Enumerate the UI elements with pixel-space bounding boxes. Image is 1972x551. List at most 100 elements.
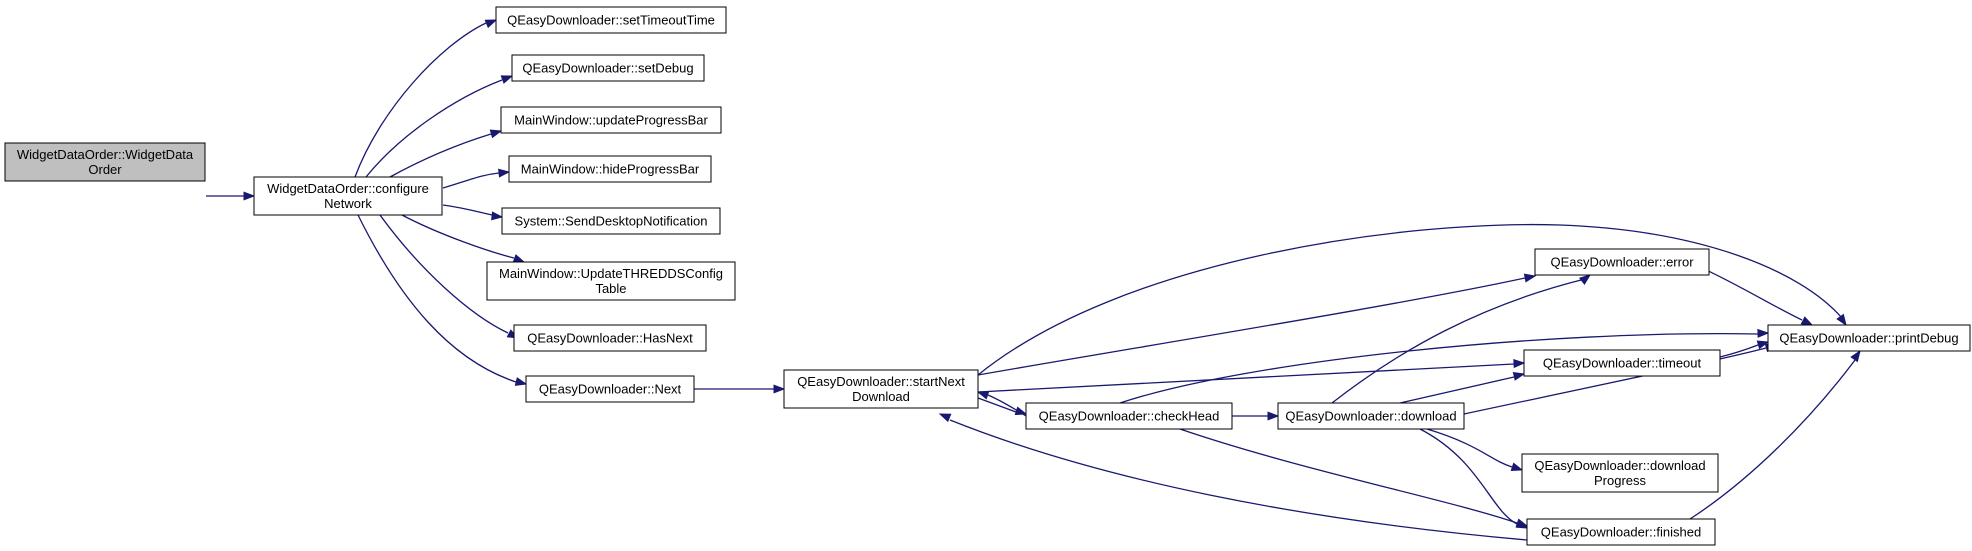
node-box — [508, 155, 712, 183]
node-label: System::SendDesktopNotification — [515, 214, 708, 229]
edge-line — [1419, 428, 1518, 525]
call-edge — [389, 129, 503, 178]
call-edge — [1689, 349, 1861, 520]
node-update-progress-bar[interactable]: MainWindow::updateProgressBar — [500, 106, 722, 134]
edge-line — [401, 214, 515, 259]
arrowhead — [1513, 359, 1526, 369]
node-box — [525, 375, 695, 403]
node-box — [1277, 402, 1465, 430]
edge-line — [977, 363, 1515, 393]
node-error[interactable]: QEasyDownloader::error — [1534, 248, 1710, 276]
arrowhead — [1523, 273, 1537, 283]
arrowhead — [1267, 411, 1280, 421]
node-finished[interactable]: QEasyDownloader::finished — [1526, 518, 1716, 546]
node-box — [486, 261, 736, 301]
node-label: QEasyDownloader::download — [1285, 409, 1456, 424]
arrowhead — [1757, 328, 1770, 338]
node-label: QEasyDownloader::Next — [539, 382, 682, 397]
call-edge — [401, 214, 526, 263]
edge-line — [1179, 428, 1518, 524]
call-edge — [1331, 274, 1592, 404]
call-edge — [694, 384, 786, 394]
node-label: Download — [852, 389, 910, 404]
node-label: QEasyDownloader::download — [1534, 458, 1705, 473]
edge-line — [442, 204, 493, 216]
node-check-head[interactable]: QEasyDownloader::checkHead — [1025, 402, 1233, 430]
node-hide-progress-bar[interactable]: MainWindow::hideProgressBar — [508, 155, 712, 183]
call-edge — [1399, 371, 1526, 404]
node-widget-ctor[interactable]: WidgetDataOrder::WidgetDataOrder — [4, 142, 206, 182]
edge-line — [354, 22, 487, 178]
call-edge — [1719, 340, 1770, 358]
node-set-debug[interactable]: QEasyDownloader::setDebug — [511, 54, 705, 82]
call-edge — [354, 19, 498, 178]
node-timeout[interactable]: QEasyDownloader::timeout — [1523, 349, 1721, 377]
node-box — [1534, 248, 1710, 276]
edge-line — [442, 172, 500, 189]
call-edge — [1179, 428, 1529, 528]
edge-line — [365, 79, 503, 178]
node-has-next[interactable]: QEasyDownloader::HasNext — [513, 324, 707, 352]
call-edge — [976, 390, 1027, 417]
node-label: MainWindow::hideProgressBar — [521, 162, 700, 177]
edge-line — [977, 397, 1017, 413]
edge-line — [379, 214, 509, 334]
node-label: Progress — [1594, 473, 1647, 488]
node-label: MainWindow::updateProgressBar — [514, 113, 708, 128]
arrowhead — [1510, 462, 1524, 472]
call-edge — [1119, 328, 1770, 404]
arrowhead — [1512, 371, 1526, 381]
node-box — [4, 142, 206, 182]
node-label: WidgetDataOrder::WidgetData — [17, 147, 194, 162]
call-edge — [357, 214, 528, 386]
node-box — [501, 207, 721, 235]
call-edge — [977, 359, 1526, 393]
edge-line — [949, 419, 1528, 541]
call-edge — [938, 413, 1528, 541]
arrowhead — [491, 211, 504, 221]
node-label: QEasyDownloader::printDebug — [1779, 331, 1958, 346]
node-print-debug[interactable]: QEasyDownloader::printDebug — [1767, 324, 1971, 352]
node-box — [500, 106, 722, 134]
call-edge — [1232, 411, 1280, 421]
node-label: MainWindow::UpdateTHREDDSConfig — [499, 266, 723, 281]
node-box — [783, 369, 979, 409]
edge-line — [977, 223, 1843, 376]
node-label: Table — [595, 281, 626, 296]
node-next[interactable]: QEasyDownloader::Next — [525, 375, 695, 403]
edge-line — [987, 394, 1027, 417]
node-label: QEasyDownloader::checkHead — [1039, 409, 1220, 424]
node-label: QEasyDownloader::startNext — [797, 374, 965, 389]
arrowhead — [976, 390, 990, 400]
node-box — [511, 54, 705, 82]
arrowhead — [484, 19, 498, 29]
call-edge — [977, 273, 1537, 376]
node-box — [495, 6, 727, 34]
arrowhead — [1800, 316, 1814, 326]
call-edge — [977, 223, 1847, 376]
node-box — [1523, 349, 1721, 377]
arrowhead — [1578, 274, 1592, 286]
arrowhead — [773, 384, 786, 394]
node-box — [1521, 453, 1719, 493]
node-label: WidgetDataOrder::configure — [267, 181, 429, 196]
node-send-notification[interactable]: System::SendDesktopNotification — [501, 207, 721, 235]
edge-line — [389, 133, 492, 178]
node-label: QEasyDownloader::HasNext — [527, 331, 693, 346]
arrowhead — [489, 129, 503, 139]
edge-line — [977, 277, 1526, 376]
edge-line — [1331, 278, 1586, 404]
node-download[interactable]: QEasyDownloader::download — [1277, 402, 1465, 430]
call-edge — [442, 168, 511, 189]
edge-line — [1426, 428, 1513, 468]
edge-line — [1719, 344, 1759, 358]
arrowhead — [243, 191, 256, 201]
node-set-timeout-time[interactable]: QEasyDownloader::setTimeoutTime — [495, 6, 727, 34]
edge-line — [1399, 376, 1515, 404]
call-edge — [1426, 428, 1524, 472]
